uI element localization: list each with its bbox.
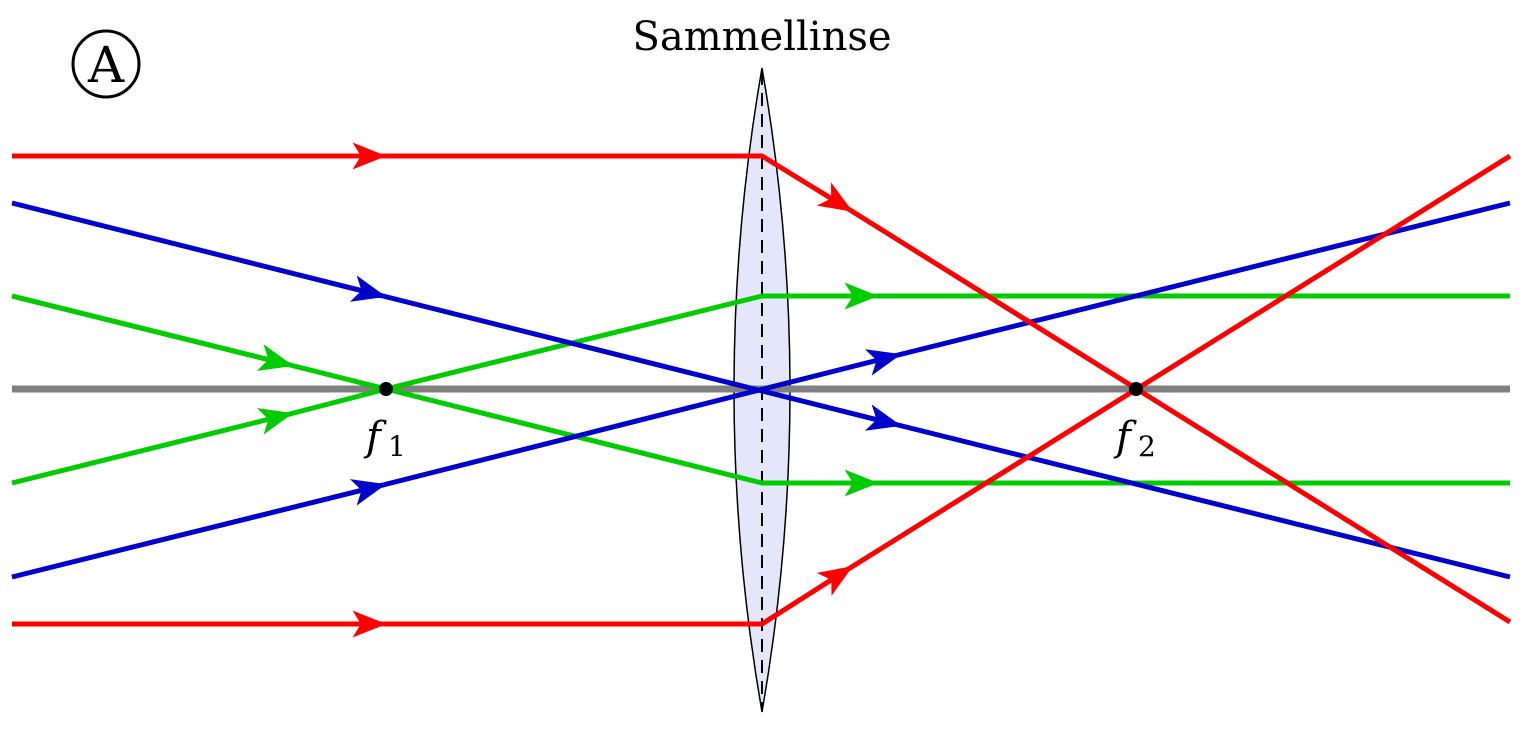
- badge: A: [71, 29, 141, 99]
- green-ray-bottom: [11, 408, 294, 486]
- focal-point-f1: [379, 382, 393, 396]
- rays-through-focus: [11, 282, 1510, 497]
- blue-ray-down-a: [11, 200, 387, 302]
- badge-letter: A: [87, 36, 125, 94]
- focal-label-f1-subscript: 1: [388, 430, 406, 463]
- red-ray-top-out: [848, 207, 1512, 625]
- red-ray-top-in-b: [383, 153, 853, 213]
- blue-ray-down-b: [382, 293, 902, 431]
- blue-ray-down-c: [897, 422, 1511, 580]
- lens-label: Sammellinse: [632, 14, 891, 60]
- red-ray-bottom-in-b: [383, 565, 853, 627]
- rays-through-center: [11, 200, 1511, 580]
- blue-ray-up-a: [11, 479, 387, 580]
- focal-label-f1-symbol: f: [363, 414, 387, 460]
- blue-ray-up-b: [382, 349, 902, 488]
- blue-ray-up-c: [897, 200, 1511, 358]
- focal-label-f1: f 1: [363, 414, 406, 463]
- green-ray-top-incoming-marker: [11, 293, 294, 371]
- badge-circle: [71, 29, 141, 99]
- focal-label-f2-subscript: 2: [1138, 430, 1156, 463]
- focal-label-f2: f 2: [1113, 414, 1156, 463]
- focal-label-f2-symbol: f: [1113, 414, 1137, 460]
- red-ray-bottom-out: [848, 153, 1512, 571]
- focal-point-f2: [1129, 382, 1143, 396]
- rays-parallel: [12, 142, 1512, 638]
